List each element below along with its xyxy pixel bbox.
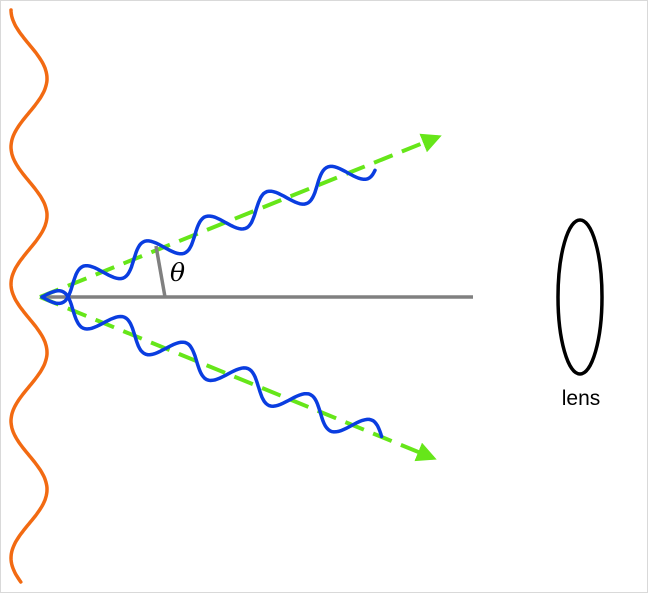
angle-theta-label: θ bbox=[170, 258, 185, 287]
lower-scattered-wave bbox=[40, 289, 384, 439]
incident-wave bbox=[9, 8, 49, 584]
upper-ray-arrow bbox=[39, 133, 442, 299]
lower-ray-arrow bbox=[39, 295, 437, 462]
lens-label: lens bbox=[562, 387, 601, 410]
angle-marker-line bbox=[154, 245, 167, 298]
upper-scattered-wave bbox=[40, 164, 377, 306]
lens-shape bbox=[556, 218, 604, 376]
